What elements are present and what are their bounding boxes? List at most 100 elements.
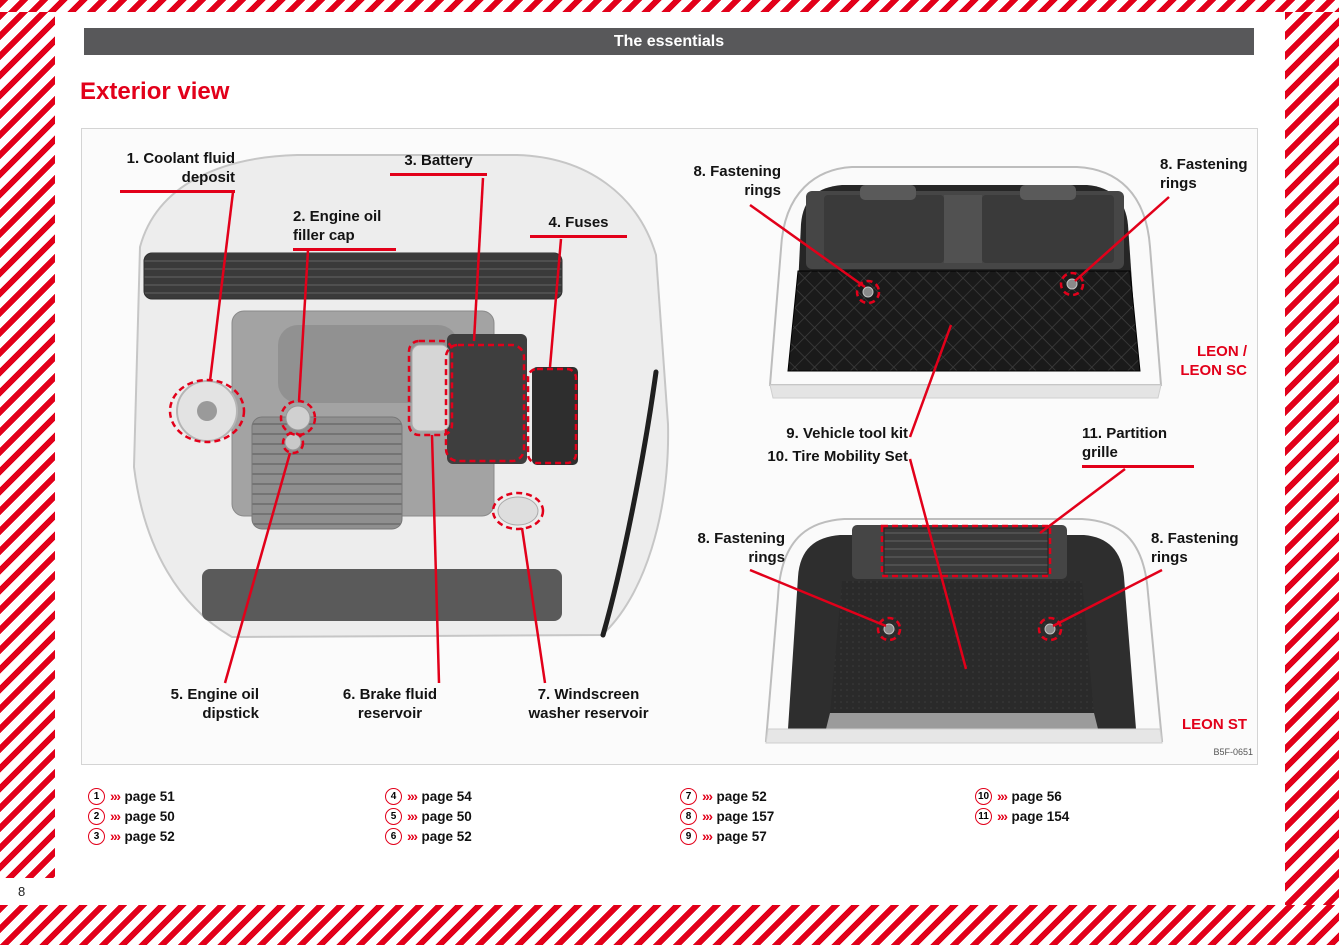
legend-number-badge: 4 (385, 787, 402, 805)
label-line: rings (1160, 175, 1197, 192)
legend-item: 8 ››› page 157 (680, 806, 774, 826)
legend-column: 1 ››› page 51 2 ››› page 50 3 ››› page 5… (88, 786, 175, 846)
partition-grille (883, 527, 1049, 575)
model-badge-leon-st: LEON ST (1152, 715, 1247, 734)
estate-trunk-drawing (749, 324, 1164, 744)
label-line: 2. Engine oil (293, 208, 382, 225)
legend-page-ref[interactable]: page 50 (124, 808, 175, 824)
cross-reference-arrow-icon: ››› (407, 828, 418, 844)
label-line: 8. Fastening (693, 163, 781, 180)
legend-number-badge: 8 (680, 807, 697, 825)
label-line: 3. Battery (404, 152, 473, 169)
label-line: 1. Coolant fluid (126, 150, 235, 167)
figure-label-dipstick: 5. Engine oil dipstick (164, 685, 259, 723)
figure-label-rings-bottom-right: 8. Fastening rings (1151, 529, 1243, 567)
cross-reference-arrow-icon: ››› (110, 788, 121, 804)
label-line: 11. Partition (1082, 425, 1168, 442)
figure-label-rings-bottom-left: 8. Fastening rings (688, 529, 785, 567)
page-title: Exterior view (80, 78, 230, 105)
label-line: dipstick (202, 705, 259, 722)
label-line: 8. Fastening (697, 530, 785, 547)
figure-label-rings-top-left: 8. Fastening rings (684, 162, 781, 200)
label-line: washer reservoir (528, 705, 649, 722)
label-line: LEON ST (1181, 716, 1247, 733)
coolant-marker (168, 378, 246, 444)
legend-column: 7 ››› page 52 8 ››› page 157 9 ››› page … (680, 786, 774, 846)
legend-item: 2 ››› page 50 (88, 806, 175, 826)
cross-reference-arrow-icon: ››› (997, 808, 1008, 824)
label-line: LEON / (1196, 343, 1247, 360)
label-line: 4. Fuses (548, 214, 609, 231)
cross-reference-arrow-icon: ››› (997, 788, 1008, 804)
legend-number-badge: 5 (385, 807, 402, 825)
legend-number-badge: 10 (975, 787, 992, 805)
figure-label-fuses: 4. Fuses (530, 213, 627, 238)
label-line: filler cap (293, 227, 355, 244)
label-line: 8. Fastening (1151, 530, 1239, 547)
figure-label-washer: 7. Windscreen washer reservoir (526, 685, 651, 723)
dipstick-marker (281, 431, 305, 455)
legend-item: 3 ››› page 52 (88, 826, 175, 846)
legend-page-ref[interactable]: page 54 (421, 788, 472, 804)
fastening-ring-marker (876, 616, 902, 642)
legend-item: 4 ››› page 54 (385, 786, 472, 806)
legend-item: 9 ››› page 57 (680, 826, 774, 846)
figure-code: B5F-0651 (1213, 747, 1253, 757)
fastening-ring-marker (855, 279, 881, 305)
legend-column: 4 ››› page 54 5 ››› page 50 6 ››› page 5… (385, 786, 472, 846)
legend-page-ref[interactable]: page 157 (716, 808, 775, 824)
leader-lines-engine (208, 177, 563, 684)
figure-label-battery: 3. Battery (390, 151, 487, 176)
fastening-ring-marker (1037, 616, 1063, 642)
legend-page-ref[interactable]: page 50 (421, 808, 472, 824)
legend-number-badge: 2 (88, 807, 105, 825)
label-line: 10. Tire Mobility Set (767, 448, 908, 465)
legend-page-ref[interactable]: page 52 (421, 828, 472, 844)
legend-page-ref[interactable]: page 51 (124, 788, 175, 804)
striped-border-left (0, 12, 55, 878)
wiper-arm (600, 369, 659, 638)
hatchback-trunk-drawing (749, 166, 1170, 399)
label-line: grille (1082, 444, 1118, 461)
legend: 1 ››› page 51 2 ››› page 50 3 ››› page 5… (88, 786, 1258, 848)
label-line: 6. Brake fluid (342, 686, 438, 703)
chapter-title: The essentials (613, 33, 725, 50)
legend-number-badge: 3 (88, 827, 105, 845)
fastening-ring-marker (1059, 271, 1085, 297)
legend-item: 10 ››› page 56 (975, 786, 1069, 806)
brake-fluid-marker (407, 339, 454, 437)
cross-reference-arrow-icon: ››› (702, 788, 713, 804)
component-markers-engine (168, 339, 578, 531)
legend-page-ref[interactable]: page 56 (1011, 788, 1062, 804)
label-line: 5. Engine oil (170, 686, 259, 703)
figure-label-tire-mobility: 10. Tire Mobility Set (758, 447, 908, 466)
figure-label-tool-kit: 9. Vehicle tool kit (770, 424, 908, 443)
label-line: 8. Fastening (1160, 156, 1248, 173)
legend-number-badge: 6 (385, 827, 402, 845)
striped-border-top (0, 0, 1339, 12)
legend-page-ref[interactable]: page 52 (716, 788, 767, 804)
striped-border-bottom (0, 905, 1339, 945)
exterior-view-figure: 1. Coolant fluid deposit 2. Engine oil f… (81, 128, 1258, 765)
label-line: rings (748, 549, 785, 566)
striped-border-right (1285, 12, 1339, 905)
battery-marker (444, 343, 526, 463)
legend-number-badge: 11 (975, 807, 992, 825)
washer-reservoir-marker (491, 491, 545, 531)
chapter-header-bar: The essentials (84, 28, 1254, 55)
label-line: reservoir (357, 705, 423, 722)
legend-column: 10 ››› page 56 11 ››› page 154 (975, 786, 1069, 826)
figure-label-coolant: 1. Coolant fluid deposit (120, 149, 235, 193)
label-line: rings (744, 182, 781, 199)
figure-illustration (132, 154, 1170, 744)
legend-number-badge: 9 (680, 827, 697, 845)
cross-reference-arrow-icon: ››› (110, 828, 121, 844)
legend-page-ref[interactable]: page 52 (124, 828, 175, 844)
figure-label-brake-fluid: 6. Brake fluid reservoir (340, 685, 440, 723)
legend-page-ref[interactable]: page 154 (1011, 808, 1070, 824)
engine-bay-drawing (132, 154, 670, 639)
partition-grille-marker (880, 524, 1052, 578)
legend-number-badge: 1 (88, 787, 105, 805)
figure-label-partition: 11. Partition grille (1082, 424, 1194, 468)
legend-page-ref[interactable]: page 57 (716, 828, 767, 844)
